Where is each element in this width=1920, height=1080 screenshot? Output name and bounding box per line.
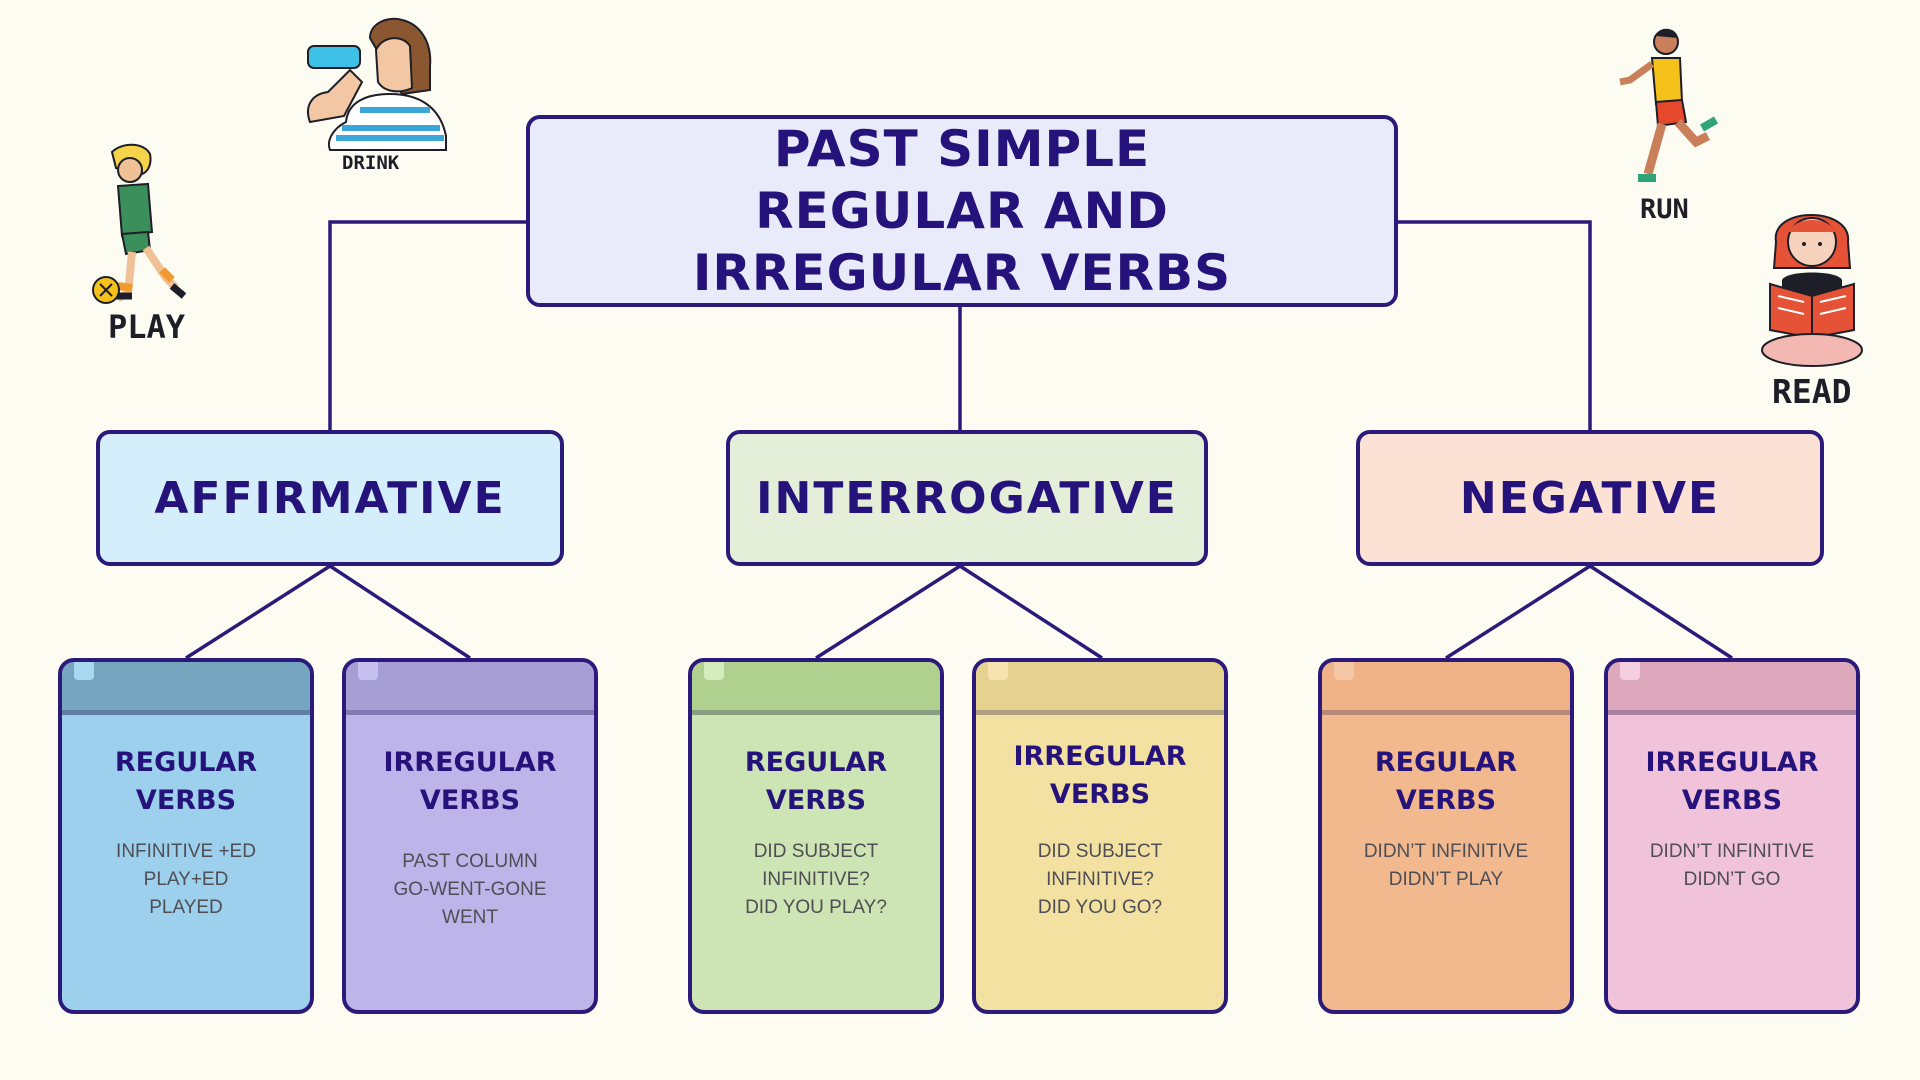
card-header: [62, 662, 310, 715]
connector-affirmative-regular: [185, 564, 331, 660]
drink-illustration: [307, 17, 447, 151]
card-body-line-2: INFINITIVE?: [762, 869, 870, 890]
play-illustration: [92, 143, 187, 304]
card-title-line-2: VERBS: [419, 785, 521, 816]
title-box: PAST SIMPLE REGULAR AND IRREGULAR VERBS: [526, 115, 1398, 307]
connector-affirmative-irregular: [329, 564, 471, 660]
category-negative: NEGATIVE: [1356, 430, 1824, 566]
card-body-line-1: DID SUBJECT: [1037, 841, 1163, 862]
play-label: PLAY: [108, 308, 186, 346]
card-body-line-3: DID YOU GO?: [1037, 897, 1163, 918]
card-header: [1608, 662, 1856, 715]
card-negative-irregular: IRREGULAR VERBS DIDN’T INFINITIVE DIDN’T…: [1604, 658, 1860, 1014]
card-title-line-1: REGULAR: [1374, 747, 1518, 778]
card-tab: [74, 662, 94, 680]
title-line-1: PAST SIMPLE: [773, 120, 1151, 178]
card-title-line-2: VERBS: [1049, 779, 1151, 810]
card-title-line-2: VERBS: [135, 785, 237, 816]
drink-label: DRINK: [342, 152, 400, 174]
connector-interrogative-irregular: [959, 564, 1103, 660]
card-tab: [1620, 662, 1640, 680]
card-header: [346, 662, 594, 715]
category-interrogative: INTERROGATIVE: [726, 430, 1208, 566]
title-line-2: REGULAR AND: [755, 182, 1169, 240]
read-illustration: [1761, 214, 1863, 367]
connector-negative-regular: [1445, 564, 1591, 660]
card-header: [1322, 662, 1570, 715]
card-affirmative-irregular: IRREGULAR VERBS PAST COLUMN GO-WENT-GONE…: [342, 658, 598, 1014]
read-label: READ: [1772, 372, 1852, 411]
card-body-line-2: PLAY+ED: [143, 869, 229, 890]
card-negative-regular: REGULAR VERBS DIDN’T INFINITIVE DIDN’T P…: [1318, 658, 1574, 1014]
card-tab: [704, 662, 724, 680]
card-body-line-1: INFINITIVE +ED: [116, 841, 256, 862]
card-tab: [1334, 662, 1354, 680]
card-title-line-2: VERBS: [765, 785, 867, 816]
card-title-line-1: IRREGULAR: [1645, 747, 1819, 778]
card-body-line-2: DIDN’T GO: [1683, 869, 1781, 890]
card-body-line-3: DID YOU PLAY?: [745, 897, 887, 918]
card-title-line-2: VERBS: [1681, 785, 1783, 816]
card-body-line-1: PAST COLUMN: [402, 851, 538, 872]
connector-interrogative-regular: [815, 564, 961, 660]
run-illustration: [1619, 28, 1718, 182]
category-label-interrogative: INTERROGATIVE: [756, 472, 1178, 524]
card-body-line-2: INFINITIVE?: [1046, 869, 1154, 890]
card-body-line-1: DIDN’T INFINITIVE: [1649, 841, 1815, 862]
card-body-line-3: PLAYED: [149, 897, 223, 918]
card-affirmative-regular: REGULAR VERBS INFINITIVE +ED PLAY+ED PLA…: [58, 658, 314, 1014]
title-line-3: IRREGULAR VERBS: [692, 244, 1232, 302]
card-tab: [988, 662, 1008, 680]
card-title-line-1: REGULAR: [114, 747, 258, 778]
card-title-line-2: VERBS: [1395, 785, 1497, 816]
card-body-line-3: WENT: [442, 907, 498, 928]
connector-title-affirmative: [328, 220, 526, 430]
card-tab: [358, 662, 378, 680]
category-label-affirmative: AFFIRMATIVE: [154, 472, 506, 524]
card-body-line-2: GO-WENT-GONE: [393, 879, 547, 900]
connector-title-negative: [1398, 220, 1592, 430]
card-body-line-2: DIDN’T PLAY: [1388, 869, 1504, 890]
card-header: [692, 662, 940, 715]
card-interrogative-regular: REGULAR VERBS DID SUBJECT INFINITIVE? DI…: [688, 658, 944, 1014]
card-title-line-1: IRREGULAR: [1013, 741, 1187, 772]
connector-negative-irregular: [1589, 564, 1733, 660]
category-label-negative: NEGATIVE: [1459, 472, 1721, 524]
card-body-line-1: DIDN’T INFINITIVE: [1363, 841, 1529, 862]
card-body-line-1: DID SUBJECT: [753, 841, 879, 862]
card-title-line-1: REGULAR: [744, 747, 888, 778]
run-label: RUN: [1640, 194, 1689, 225]
card-interrogative-irregular: IRREGULAR VERBS DID SUBJECT INFINITIVE? …: [972, 658, 1228, 1014]
card-header: [976, 662, 1224, 715]
category-affirmative: AFFIRMATIVE: [96, 430, 564, 566]
card-title-line-1: IRREGULAR: [383, 747, 557, 778]
